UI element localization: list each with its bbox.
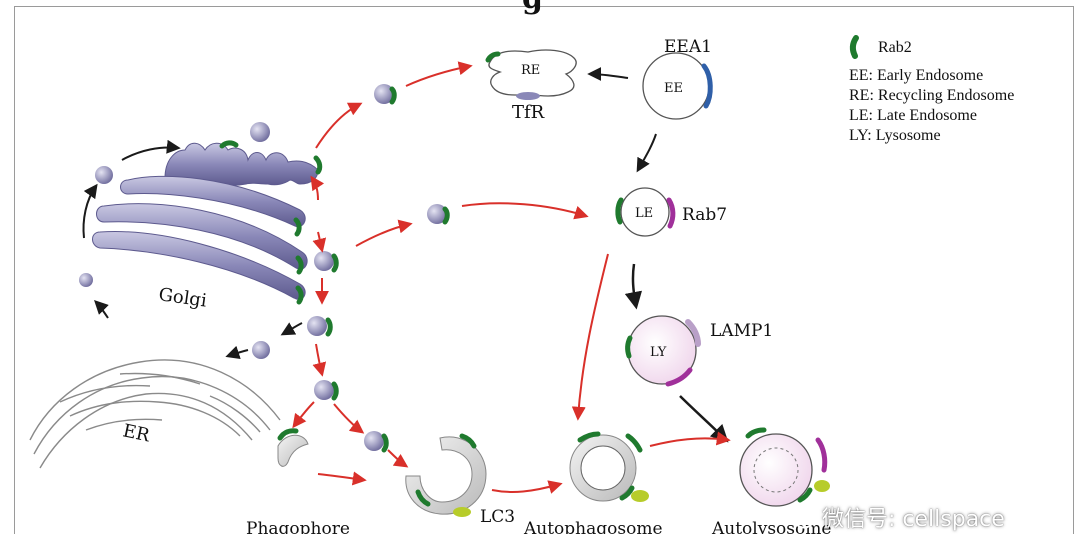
- autolysosome: [739, 427, 830, 507]
- arrow-to-vesicle-le: [355, 219, 413, 247]
- arrow-up-left: [82, 183, 98, 239]
- lc3-marker-autolysosome: [814, 480, 830, 492]
- phagophore-label: Phagophore: [246, 519, 350, 534]
- golgi-vesicles: [79, 84, 447, 451]
- er-label: ER: [121, 420, 152, 446]
- legend-item-re: RE: Recycling Endosome: [849, 87, 1014, 104]
- arrow-le-to-ly: [624, 263, 643, 310]
- red-arrows: [292, 61, 731, 494]
- le-label: LE: [635, 206, 653, 221]
- arrow-golgi-mid: [312, 231, 327, 253]
- rab2-marker-autolysosome-2: [797, 487, 813, 503]
- arrow-vesicle-to-le: [461, 202, 589, 220]
- rab2-marker-le: [615, 197, 624, 225]
- vesicle: [314, 380, 334, 400]
- figure-frame: [14, 6, 1074, 534]
- legend-rab2-swatch: [849, 35, 859, 59]
- vesicle: [79, 273, 93, 287]
- arrow-to-er-1: [280, 322, 303, 336]
- phagophore: [405, 433, 487, 517]
- arrow-ee-to-re: [587, 67, 629, 82]
- re-label: RE: [521, 63, 540, 78]
- ee-label: EE: [664, 81, 683, 96]
- arrow-golgi-up: [310, 175, 325, 201]
- rab2-marker-phagophore: [459, 433, 477, 449]
- tfr-label: TfR: [512, 102, 545, 123]
- arrow-er-to-phagophore: [317, 471, 367, 486]
- vesicle: [427, 204, 447, 224]
- arrow-ly-to-autolysosome: [679, 395, 729, 443]
- rab2-marker-re: [485, 51, 501, 63]
- lamp1-marker: [685, 319, 701, 347]
- lc3-marker-autophagosome: [631, 490, 649, 502]
- rab2-marker-er: [277, 428, 299, 441]
- endoplasmic-reticulum: [29, 359, 281, 469]
- legend-item-ly: LY: Lysosome: [849, 127, 941, 144]
- rab2-marker-phagophore-2: [415, 489, 431, 507]
- legend-rab2: Rab2: [878, 39, 912, 56]
- arrow-golgi-to-vesicle-up: [315, 102, 363, 149]
- rab7-marker: [666, 197, 676, 229]
- arrow-down-2: [312, 343, 327, 377]
- vesicle: [252, 341, 270, 359]
- arrow-vesicle-to-re: [405, 61, 473, 87]
- arrow-er-to-vesicle: [94, 300, 109, 319]
- rab7-label: Rab7: [682, 205, 727, 225]
- autophagosome: [569, 431, 649, 502]
- arrow-autophagosome-to-autolysosome: [649, 431, 731, 447]
- recycling-endosome: [485, 49, 577, 100]
- legend-item-ee: EE: Early Endosome: [849, 67, 983, 84]
- arrow-vesicle-to-golgi: [121, 139, 181, 161]
- legend-item-le: LE: Late Endosome: [849, 107, 977, 124]
- arrow-to-phago-vesicle: [333, 403, 365, 434]
- rab2-markers: [219, 86, 450, 453]
- watermark-text: 微信号: cellspace: [822, 507, 1005, 532]
- er-exit-site: [277, 434, 309, 467]
- lc3-marker: [453, 507, 471, 517]
- rab2-marker-ly: [625, 335, 633, 359]
- lc3-label: LC3: [480, 507, 515, 527]
- arrow-ee-to-le: [636, 133, 657, 173]
- vesicle: [364, 431, 384, 451]
- vesicle: [250, 122, 270, 142]
- lamp1-label: LAMP1: [710, 321, 773, 341]
- late-endosome: [615, 187, 676, 237]
- tfr-marker: [516, 92, 540, 100]
- vesicle: [374, 84, 394, 104]
- title-fragment: g: [522, 0, 543, 16]
- golgi-apparatus: [92, 142, 319, 300]
- legend: Rab2 EE: Early Endosome RE: Recycling En…: [849, 35, 1014, 144]
- vesicle: [95, 166, 113, 184]
- wechat-icon: [783, 505, 814, 529]
- early-endosome: [642, 52, 713, 120]
- eea1-marker: [701, 63, 713, 109]
- vesicle: [307, 316, 327, 336]
- eea1-label: EEA1: [664, 37, 712, 57]
- ly-label: LY: [650, 345, 667, 360]
- autophagosome-label: Autophagosome: [523, 519, 663, 534]
- rab2-marker-autophagosome: [577, 431, 601, 443]
- rab2-marker-autophagosome-3: [619, 485, 635, 501]
- vesicle: [314, 251, 334, 271]
- lysosome: [625, 315, 701, 387]
- rab2-marker-autophagosome-2: [625, 433, 643, 453]
- watermark: 微信号: cellspace: [782, 502, 1005, 532]
- arrow-vesicle-to-phagophore: [387, 449, 409, 468]
- arrow-le-to-autophagosome: [571, 253, 609, 421]
- arrow-to-er-site: [292, 401, 315, 429]
- golgi-label: Golgi: [157, 284, 208, 312]
- rab2-marker-autolysosome: [745, 427, 767, 439]
- arrow-to-er-2: [225, 345, 249, 360]
- black-arrows: [82, 67, 729, 443]
- rab7-marker-autolysosome: [815, 437, 828, 473]
- arrow-phagophore-to-autophagosome: [491, 480, 563, 494]
- rab7-marker-ly: [665, 367, 693, 387]
